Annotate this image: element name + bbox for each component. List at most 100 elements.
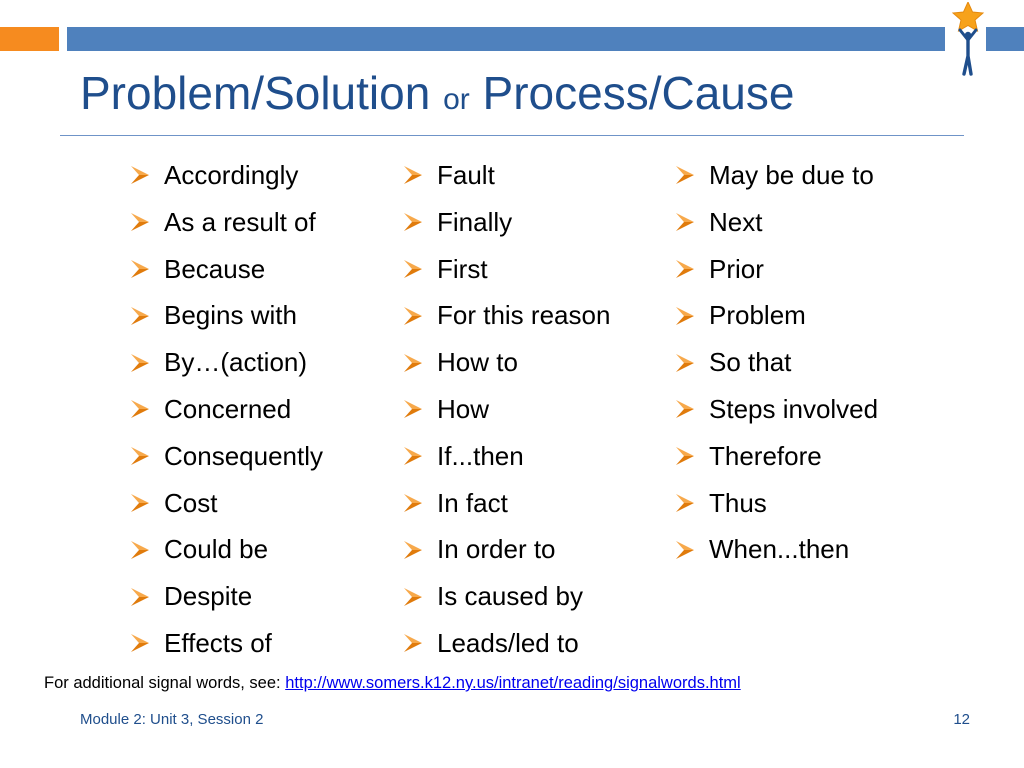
- signal-word-item: By…(action): [130, 339, 323, 386]
- signal-word-label: So that: [709, 347, 792, 378]
- signal-word-label: First: [437, 253, 488, 284]
- signal-word-label: Next: [709, 206, 763, 237]
- header-bar-orange: [0, 27, 59, 51]
- arrow-bullet-icon: [675, 493, 709, 513]
- slide-title: Problem/Solution or Process/Cause: [80, 66, 794, 120]
- arrow-bullet-icon: [403, 540, 437, 560]
- signal-word-item: Begins with: [130, 292, 323, 339]
- title-divider: [60, 135, 964, 136]
- additional-words-note: For additional signal words, see: http:/…: [44, 674, 741, 693]
- arrow-bullet-icon: [130, 540, 164, 560]
- header-bar-blue: [67, 27, 945, 51]
- signal-word-label: Steps involved: [709, 393, 879, 424]
- arrow-bullet-icon: [403, 493, 437, 513]
- arrow-bullet-icon: [403, 212, 437, 232]
- signal-word-item: In order to: [403, 526, 610, 573]
- signal-word-item: For this reason: [403, 292, 610, 339]
- arrow-bullet-icon: [130, 446, 164, 466]
- signal-word-label: Consequently: [164, 440, 323, 471]
- arrow-bullet-icon: [675, 165, 709, 185]
- title-part-1: Problem/Solution: [80, 67, 444, 119]
- signal-word-label: How to: [437, 347, 518, 378]
- header-bar-blue-right: [986, 27, 1024, 51]
- signal-words-link[interactable]: http://www.somers.k12.ny.us/intranet/rea…: [285, 674, 741, 692]
- title-part-or: or: [443, 83, 470, 116]
- arrow-bullet-icon: [675, 259, 709, 279]
- signal-word-label: How: [437, 393, 490, 424]
- arrow-bullet-icon: [675, 540, 709, 560]
- signal-word-label: Accordingly: [164, 160, 299, 190]
- footer-prefix: For additional signal words, see:: [44, 674, 286, 692]
- signal-word-label: Thus: [709, 487, 767, 518]
- signal-word-item: Despite: [130, 573, 323, 620]
- arrow-bullet-icon: [675, 306, 709, 326]
- arrow-bullet-icon: [403, 259, 437, 279]
- signal-word-item: Could be: [130, 526, 323, 573]
- signal-word-label: Despite: [164, 581, 253, 612]
- arrow-bullet-icon: [403, 306, 437, 326]
- page-number: 12: [953, 711, 970, 728]
- signal-word-item: When...then: [675, 526, 878, 573]
- arrow-bullet-icon: [675, 212, 709, 232]
- signal-word-item: How to: [403, 339, 610, 386]
- signal-word-item: Problem: [675, 292, 878, 339]
- arrow-bullet-icon: [130, 587, 164, 607]
- arrow-bullet-icon: [403, 587, 437, 607]
- signal-word-label: Effects of: [164, 627, 272, 658]
- signal-word-item: So that: [675, 339, 878, 386]
- arrow-bullet-icon: [130, 212, 164, 232]
- signal-word-item: May be due to: [675, 152, 878, 199]
- signal-word-item: Consequently: [130, 433, 323, 480]
- signal-word-item: Effects of: [130, 620, 323, 667]
- arrow-bullet-icon: [130, 399, 164, 419]
- signal-word-label: If...then: [437, 440, 524, 471]
- signal-word-label: Concerned: [164, 393, 292, 424]
- signal-word-item: Accordingly: [130, 152, 323, 199]
- signal-word-label: Fault: [437, 160, 495, 190]
- signal-word-label: Could be: [164, 534, 269, 565]
- signal-word-label: In order to: [437, 534, 556, 565]
- signal-word-item: Is caused by: [403, 573, 610, 620]
- signal-word-item: Because: [130, 246, 323, 293]
- signal-word-item: Fault: [403, 152, 610, 199]
- signal-word-item: If...then: [403, 433, 610, 480]
- arrow-bullet-icon: [675, 399, 709, 419]
- arrow-bullet-icon: [403, 633, 437, 653]
- signal-word-item: Thus: [675, 480, 878, 527]
- arrow-bullet-icon: [130, 353, 164, 373]
- module-label: Module 2: Unit 3, Session 2: [80, 711, 264, 728]
- signal-word-label: Leads/led to: [437, 627, 579, 658]
- signal-word-item: Therefore: [675, 433, 878, 480]
- signal-word-label: Is caused by: [437, 581, 583, 612]
- signal-word-item: How: [403, 386, 610, 433]
- signal-word-label: Because: [164, 253, 266, 284]
- signal-word-label: When...then: [709, 534, 850, 565]
- arrow-bullet-icon: [675, 353, 709, 373]
- signal-word-item: Steps involved: [675, 386, 878, 433]
- signal-word-label: Cost: [164, 487, 218, 518]
- arrow-bullet-icon: [130, 633, 164, 653]
- signal-word-label: Prior: [709, 253, 764, 284]
- signal-word-label: As a result of: [164, 206, 316, 237]
- star-person-logo-icon: [951, 2, 985, 76]
- signal-word-label: Problem: [709, 300, 806, 331]
- arrow-bullet-icon: [403, 353, 437, 373]
- arrow-bullet-icon: [403, 399, 437, 419]
- arrow-bullet-icon: [403, 165, 437, 185]
- signal-word-label: By…(action): [164, 347, 308, 378]
- signal-word-item: First: [403, 246, 610, 293]
- signal-word-label: May be due to: [709, 160, 874, 190]
- signal-word-item: Finally: [403, 199, 610, 246]
- signal-word-label: Begins with: [164, 300, 297, 331]
- signal-word-item: Leads/led to: [403, 620, 610, 667]
- signal-word-label: Finally: [437, 206, 513, 237]
- arrow-bullet-icon: [403, 446, 437, 466]
- arrow-bullet-icon: [130, 259, 164, 279]
- arrow-bullet-icon: [130, 306, 164, 326]
- signal-word-item: Prior: [675, 246, 878, 293]
- title-part-2: Process/Cause: [469, 67, 795, 119]
- signal-word-item: In fact: [403, 480, 610, 527]
